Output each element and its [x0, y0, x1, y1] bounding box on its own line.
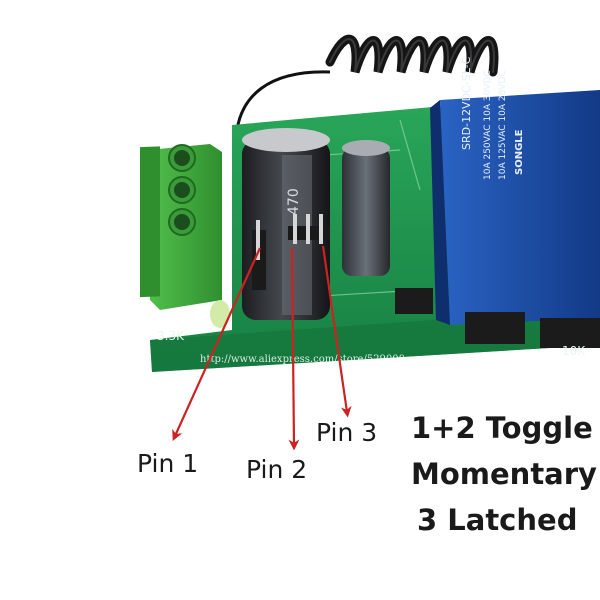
relay-rating-text-1: 10A 250VAC 10A 30VDC	[483, 70, 493, 180]
arrow-pin-3	[321, 245, 352, 418]
capacitor-marking: 470	[286, 188, 302, 215]
pin-1-label: Pin 1	[137, 449, 199, 478]
silk-10k: 10K	[562, 344, 586, 358]
arrow-pin-2	[288, 247, 300, 451]
led	[210, 300, 230, 328]
mode-line-latched: 3 Latched	[417, 503, 578, 537]
relay-model-text: SRD-12VDC-SL-C	[460, 56, 473, 150]
arrow-pin-1	[172, 247, 262, 442]
mode-line-toggle: 1+2 Toggle	[411, 411, 593, 445]
screw-terminal	[140, 144, 222, 310]
relay-rating-text-2: 10A 125VAC 10A 28VDC	[498, 70, 508, 180]
pin-arrows	[172, 245, 352, 451]
small-capacitor	[342, 140, 390, 276]
watermark-url: http://www.aliexpress.com/store/529000	[200, 354, 405, 365]
pin-2-label: Pin 2	[246, 455, 308, 484]
relay-brand-text: SONGLE	[514, 129, 525, 175]
pin-3-label: Pin 3	[316, 418, 378, 447]
header-pins	[252, 214, 330, 290]
large-capacitor: 470	[242, 128, 330, 320]
mode-line-momentary: Momentary	[411, 457, 597, 491]
ic-chips	[395, 288, 600, 348]
relay: SRD-12VDC-SL-C 10A 250VAC 10A 30VDC 10A …	[430, 56, 600, 325]
silk-3-3k: 3.3K	[157, 329, 185, 343]
antenna-coil	[325, 34, 499, 77]
